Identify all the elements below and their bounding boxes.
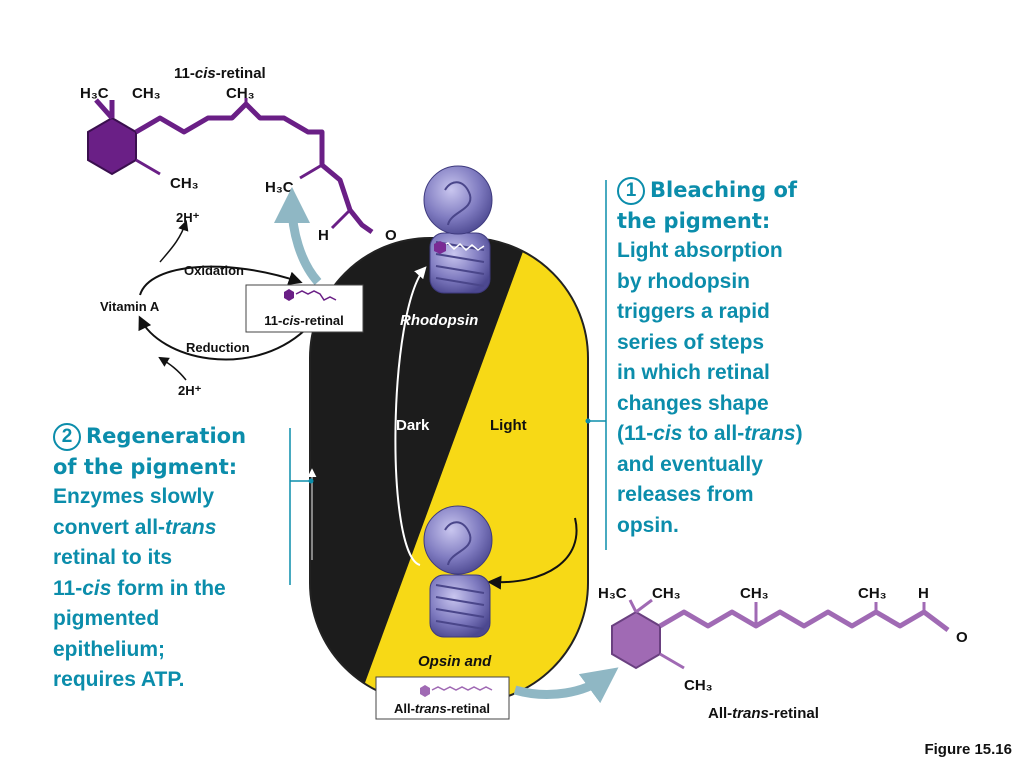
light-bleach-arrow <box>487 517 578 590</box>
rhodopsin-label: Rhodopsin <box>400 312 478 329</box>
trans-name-prefix: All- <box>708 705 732 722</box>
cis-retinal-box: 11-cis-retinal <box>245 284 364 333</box>
box-all-prefix: All- <box>394 701 415 716</box>
trans-ch3-c: CH₃ <box>858 585 887 602</box>
bleaching-line-5: in which retinal <box>617 361 770 384</box>
dark-return-arrow <box>394 266 427 566</box>
figure-label: Figure 15.16 <box>924 741 1012 758</box>
bleaching-line-3: triggers a rapid <box>617 300 770 323</box>
bleaching-line-7: (11-cis to all-trans) <box>617 422 803 445</box>
dark-label: Dark <box>396 417 430 434</box>
bleaching-line-6: changes shape <box>617 391 769 415</box>
bleaching-line-10: opsin. <box>617 513 679 537</box>
regeneration-bracket <box>289 428 314 585</box>
trans-ch3-a: CH₃ <box>652 585 681 602</box>
svg-text:11-cis-retinal: 11-cis-retinal <box>264 313 344 328</box>
bleaching-line-1: Light absorption <box>617 239 783 262</box>
regeneration-line-6: epithelium; <box>53 637 166 661</box>
box-trans-italic: trans <box>415 701 447 716</box>
box-cis-prefix: 11- <box>264 313 282 328</box>
trans-ch3-d: CH₃ <box>684 677 713 694</box>
svg-text:All-trans-retinal: All-trans-retinal <box>394 701 490 716</box>
opsin-protein <box>423 505 493 638</box>
regeneration-heading-1: Regeneration <box>86 424 247 448</box>
bleaching-line-4: series of steps <box>617 330 765 354</box>
cis-ch3-a: CH₃ <box>132 85 161 102</box>
bleaching-number: 1 <box>617 177 645 205</box>
bleaching-heading-1: Bleaching of <box>650 178 798 202</box>
opsin-and-label: Opsin and <box>418 653 492 670</box>
all-trans-retinal-box: All-trans-retinal <box>375 676 510 720</box>
regeneration-number: 2 <box>53 423 81 451</box>
cis-name-italic: cis <box>195 65 216 82</box>
cis-name-suffix: -retinal <box>216 65 266 82</box>
oxidation-label: Oxidation <box>184 263 244 278</box>
svg-text:11-cis-retinal: 11-cis-retinal <box>174 65 266 82</box>
bleaching-line-2: by rhodopsin <box>617 269 750 293</box>
regeneration-line-7: requires ATP. <box>53 668 185 691</box>
trans-h3c-label: H₃C <box>598 585 627 602</box>
reduction-label: Reduction <box>186 340 250 355</box>
regeneration-line-2: convert all-trans <box>53 515 217 539</box>
light-label: Light <box>490 417 527 434</box>
trans-name-italic: trans <box>732 705 769 722</box>
regeneration-line-5: pigmented <box>53 607 160 630</box>
box-retinal-suffix: -retinal <box>447 701 490 716</box>
vitamin-a-cycle: 2H⁺ Oxidation Vitamin A Reduction 2H⁺ <box>100 210 306 398</box>
regeneration-line-4: 11-cis form in the <box>53 576 226 600</box>
vitamin-a-label: Vitamin A <box>100 299 160 314</box>
box-cis-suffix: -retinal <box>300 313 343 328</box>
bleaching-line-8: and eventually <box>617 452 763 476</box>
cis-ch3-b: CH₃ <box>226 85 255 102</box>
trans-name-suffix: -retinal <box>769 705 819 722</box>
cis-ch3-c: CH₃ <box>170 175 199 192</box>
box-cis-italic: cis <box>282 313 300 328</box>
bleaching-line-9: releases from <box>617 483 754 506</box>
rhodopsin-protein <box>423 165 493 294</box>
regeneration-line-1: Enzymes slowly <box>53 485 215 508</box>
cis-h3c-label: H₃C <box>80 85 109 102</box>
svg-text:All-trans-retinal: All-trans-retinal <box>708 705 819 722</box>
cis-h-label: H <box>318 227 329 244</box>
cis-retinal-molecule: H₃C CH₃ CH₃ CH₃ H₃C H O 11-cis-retinal <box>80 65 397 244</box>
bleaching-bracket <box>585 180 607 550</box>
hydrogen-top: 2H⁺ <box>176 210 200 225</box>
blue-arrow-to-trans <box>513 667 619 704</box>
hydrogen-bottom: 2H⁺ <box>178 383 202 398</box>
cis-h3c-b: H₃C <box>265 179 294 196</box>
trans-o-label: O <box>956 629 968 646</box>
regeneration-line-3: retinal to its <box>53 546 173 569</box>
cis-name-prefix: 11- <box>174 65 195 82</box>
cis-o-label: O <box>385 227 397 244</box>
trans-h-label: H <box>918 585 929 602</box>
trans-retinal-molecule: H₃C CH₃ CH₃ CH₃ H O CH₃ All-trans-retina… <box>598 585 968 722</box>
regeneration-heading-2: of the pigment: <box>53 454 238 479</box>
blue-arrow-to-cis <box>274 187 322 286</box>
trans-ch3-b: CH₃ <box>740 585 769 602</box>
bleaching-heading-2: the pigment: <box>617 208 771 233</box>
